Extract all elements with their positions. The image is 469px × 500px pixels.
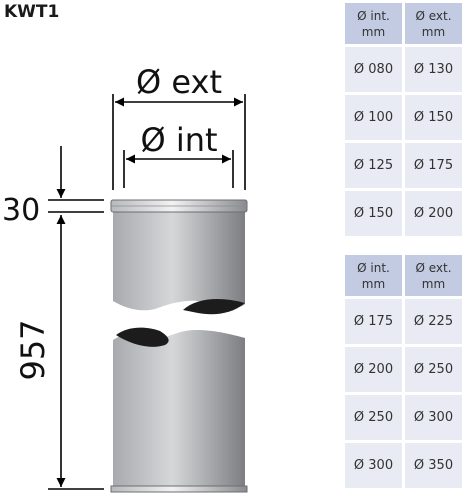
pipe-dimension-diagram: Ø ext Ø int 30 957 xyxy=(2,63,248,493)
product-code-title: KWT1 xyxy=(4,2,60,22)
int-cell: Ø 175 xyxy=(345,299,402,344)
header-ext-diameter: Ø ext.mm xyxy=(405,255,462,296)
ext-cell: Ø 250 xyxy=(405,347,462,392)
int-cell: Ø 200 xyxy=(345,347,402,392)
int-cell: Ø 100 xyxy=(345,95,402,140)
pipe-lower-segment xyxy=(113,330,245,488)
pipe-upper-segment xyxy=(113,212,245,311)
header-int-diameter: Ø int.mm xyxy=(345,3,402,44)
int-cell: Ø 150 xyxy=(345,191,402,236)
ext-cell: Ø 130 xyxy=(405,47,462,92)
int-diameter-label: Ø int xyxy=(140,121,217,159)
int-cell: Ø 080 xyxy=(345,47,402,92)
ext-diameter-label: Ø ext xyxy=(136,63,222,101)
socket-height-label: 30 xyxy=(2,193,40,228)
pipe-break-shadow-lower xyxy=(116,327,169,347)
ext-cell: Ø 200 xyxy=(405,191,462,236)
pipe-break-shadow-upper xyxy=(183,298,245,315)
length-label: 957 xyxy=(14,319,52,380)
header-ext-diameter: Ø ext.mm xyxy=(405,3,462,44)
ext-cell: Ø 300 xyxy=(405,395,462,440)
ext-cell: Ø 350 xyxy=(405,443,462,488)
ext-cell: Ø 150 xyxy=(405,95,462,140)
ext-cell: Ø 175 xyxy=(405,143,462,188)
int-cell: Ø 300 xyxy=(345,443,402,488)
ext-cell: Ø 225 xyxy=(405,299,462,344)
int-cell: Ø 125 xyxy=(345,143,402,188)
header-int-diameter: Ø int.mm xyxy=(345,255,402,296)
pipe-bottom-ring xyxy=(110,485,248,493)
int-cell: Ø 250 xyxy=(345,395,402,440)
